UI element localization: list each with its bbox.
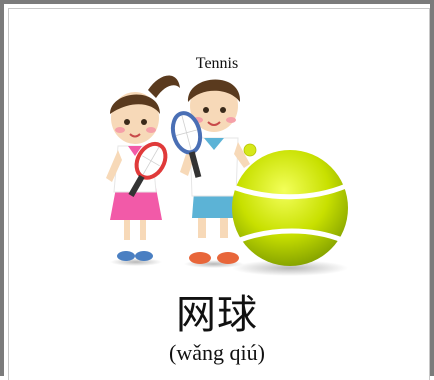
tennis-ball-icon bbox=[232, 150, 349, 266]
ground-shadow-ball bbox=[232, 260, 348, 276]
ground-shadow-girl bbox=[110, 258, 162, 266]
card-inner-border bbox=[8, 8, 430, 380]
english-label: Tennis bbox=[195, 55, 239, 72]
girl-with-racket-icon bbox=[106, 75, 180, 261]
chinese-label: 网球 bbox=[176, 292, 258, 338]
tennis-illustration bbox=[106, 75, 349, 276]
pinyin-label: (wǎng qiú) bbox=[169, 340, 265, 365]
boy-with-racket-icon bbox=[170, 79, 257, 264]
